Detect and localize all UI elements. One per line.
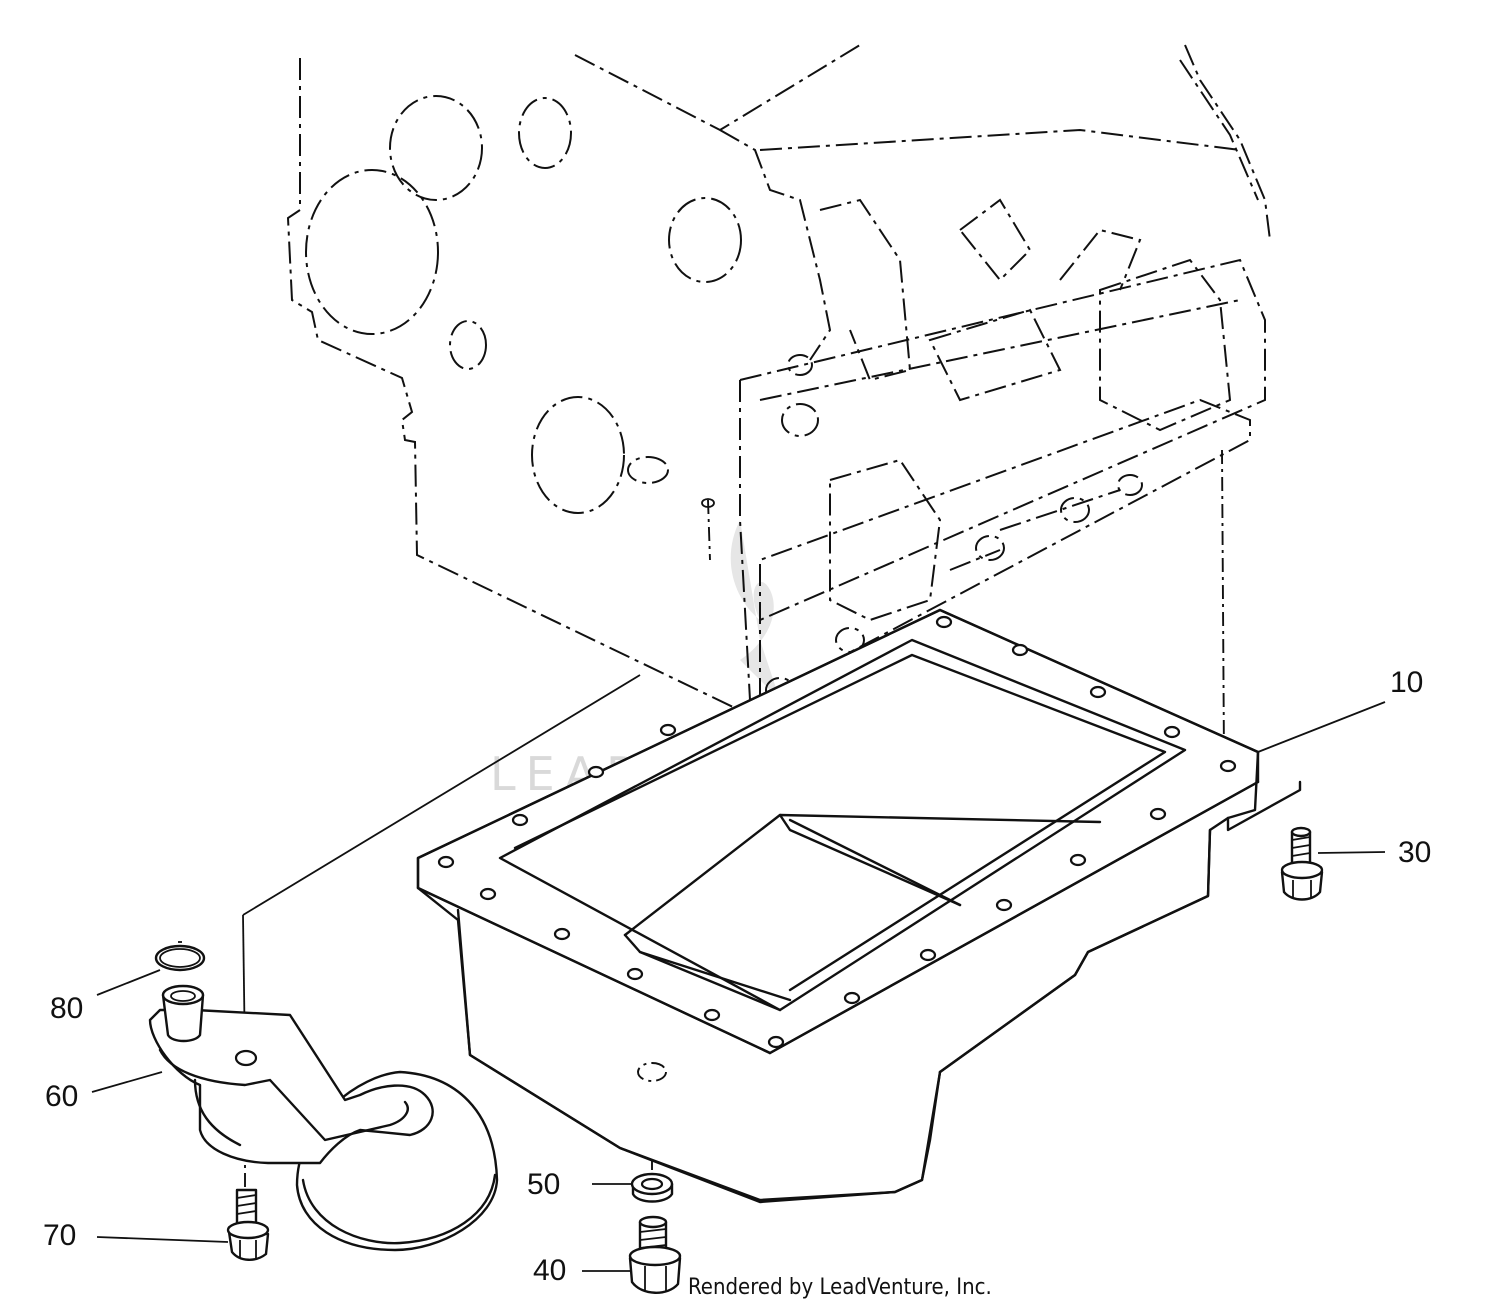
callout-10: 10 [1390,666,1423,699]
callout-labels: 10 30 40 50 60 70 80 [43,666,1431,1287]
leader-lines [91,701,1386,1272]
strainer-bolt [226,1188,270,1261]
callout-70: 70 [43,1219,76,1252]
oil-pan [416,608,1302,1204]
pan-bolt [1280,826,1324,901]
oil-strainer [148,984,499,1252]
o-ring [154,941,206,972]
callout-80: 80 [50,992,83,1025]
drain-plug-washer [630,1172,674,1203]
engine-block [286,44,1271,721]
callout-40: 40 [533,1254,566,1287]
drain-plug [628,1215,682,1294]
callout-60: 60 [45,1080,78,1113]
pan-bolt-holes [437,615,1237,1049]
callout-30: 30 [1398,836,1431,869]
callout-50: 50 [527,1168,560,1201]
rendered-by-credit: Rendered by LeadVenture, Inc. [688,1275,992,1300]
